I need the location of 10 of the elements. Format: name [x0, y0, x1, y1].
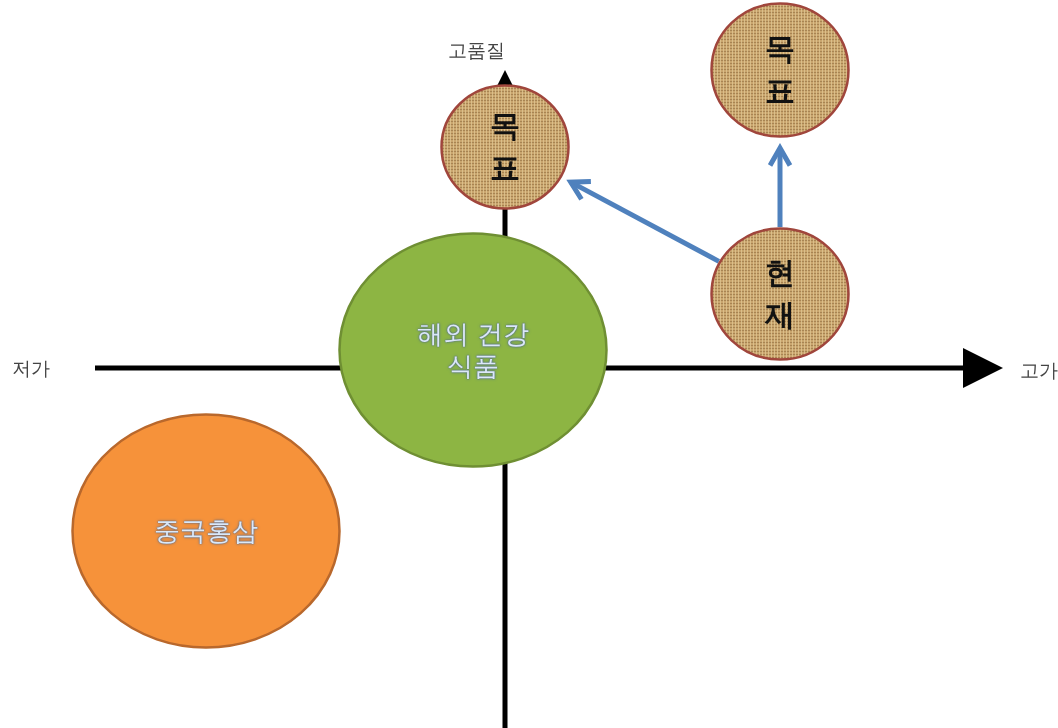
axis-label: 고품질 [448, 38, 505, 63]
axis-label: 고가 [1020, 358, 1058, 383]
arrow [568, 179, 721, 264]
axis-label: 저가 [12, 356, 50, 381]
product-ellipse: 해외 건강 식품 [338, 232, 608, 468]
target-circle: 목표 [440, 84, 570, 210]
target-circle: 목표 [710, 2, 850, 138]
current-circle: 현재 [710, 227, 850, 361]
product-ellipse: 중국홍삼 [71, 413, 341, 649]
arrow [767, 145, 793, 227]
